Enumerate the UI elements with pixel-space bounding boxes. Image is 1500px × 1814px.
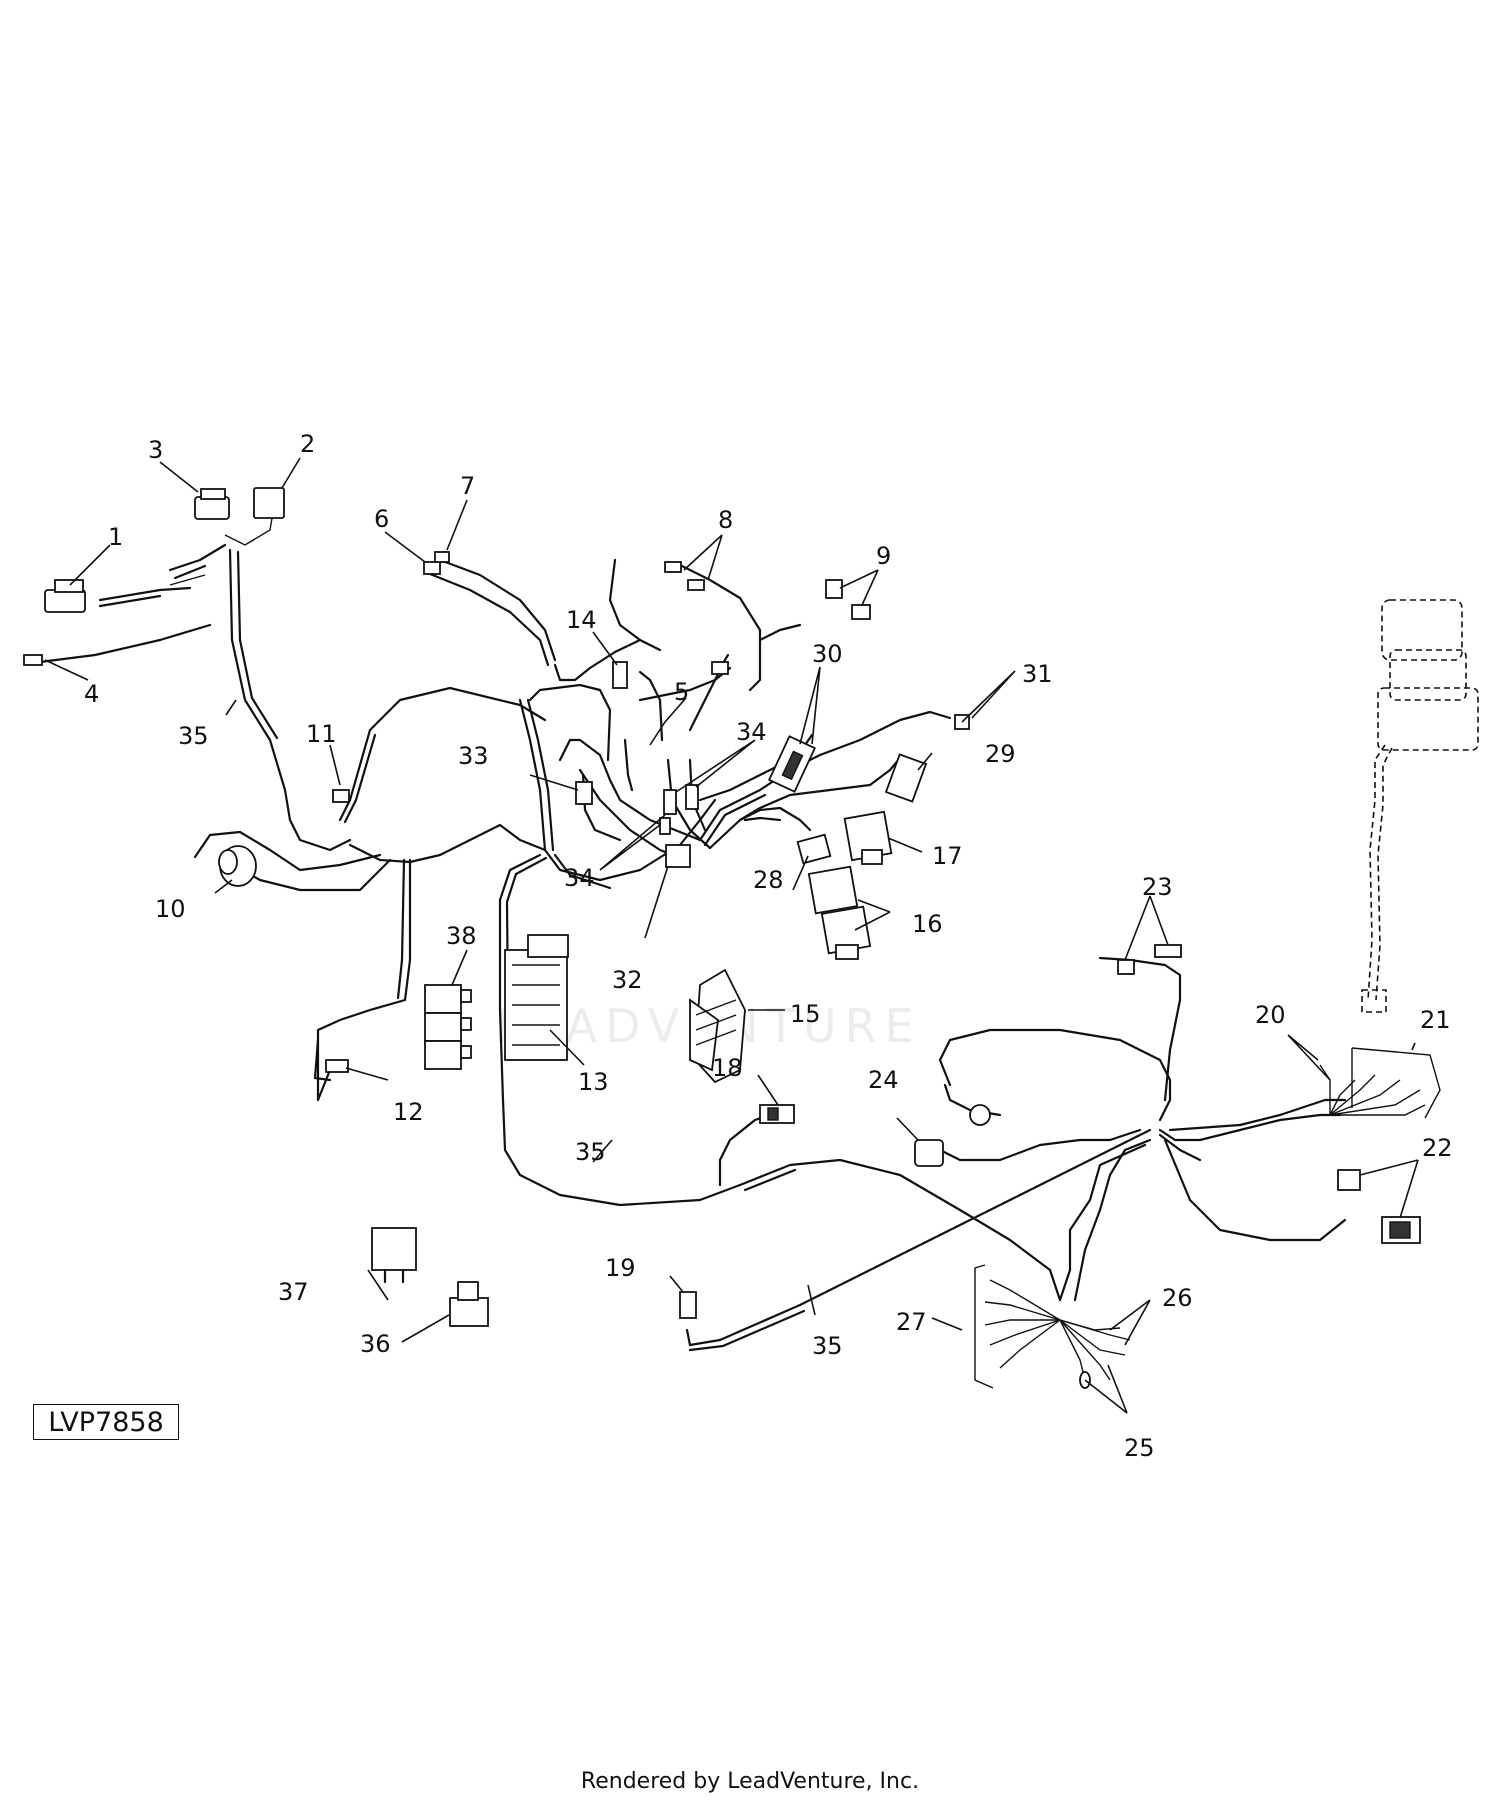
callout-35-lower: 35 <box>812 1332 843 1360</box>
callout-7: 7 <box>460 472 475 500</box>
callout-38: 38 <box>446 922 477 950</box>
callout-34-upper: 34 <box>736 718 767 746</box>
callout-35-left: 35 <box>178 722 209 750</box>
callout-8: 8 <box>718 506 733 534</box>
callout-36: 36 <box>360 1330 391 1358</box>
callout-28: 28 <box>753 866 784 894</box>
callout-20: 20 <box>1255 1001 1286 1029</box>
callout-30: 30 <box>812 640 843 668</box>
diagram-code-label: LVP7858 <box>33 1404 179 1440</box>
callout-3: 3 <box>148 436 163 464</box>
footer-credit: Rendered by LeadVenture, Inc. <box>580 1769 920 1794</box>
callout-14: 14 <box>566 606 597 634</box>
callout-33: 33 <box>458 742 489 770</box>
leader-lines <box>44 457 1419 1414</box>
callout-12: 12 <box>393 1098 424 1126</box>
callout-34-lower: 34 <box>564 864 595 892</box>
callout-25: 25 <box>1124 1434 1155 1462</box>
callout-10: 10 <box>155 895 186 923</box>
callout-18: 18 <box>712 1054 743 1082</box>
callout-31: 31 <box>1022 660 1053 688</box>
callout-37: 37 <box>278 1278 309 1306</box>
callout-29: 29 <box>985 740 1016 768</box>
callout-26: 26 <box>1162 1284 1193 1312</box>
callout-1: 1 <box>108 523 123 551</box>
callout-27: 27 <box>896 1308 927 1336</box>
callout-15: 15 <box>790 1000 821 1028</box>
callout-19: 19 <box>605 1254 636 1282</box>
callout-13: 13 <box>578 1068 609 1096</box>
callout-11: 11 <box>306 720 337 748</box>
callout-17: 17 <box>932 842 963 870</box>
callout-labels: 1 2 3 4 5 6 7 8 9 10 11 12 13 14 15 16 1… <box>84 430 1453 1462</box>
callout-4: 4 <box>84 680 99 708</box>
harness-wires <box>38 517 1441 1389</box>
callout-32: 32 <box>612 966 643 994</box>
callout-9: 9 <box>876 542 891 570</box>
harness-components <box>23 487 1479 1389</box>
callout-5: 5 <box>674 678 689 706</box>
callout-24: 24 <box>868 1066 899 1094</box>
callout-35-center: 35 <box>575 1138 606 1166</box>
callout-2: 2 <box>300 430 315 458</box>
callout-22: 22 <box>1422 1134 1453 1162</box>
callout-23: 23 <box>1142 873 1173 901</box>
callout-21: 21 <box>1420 1006 1451 1034</box>
callout-6: 6 <box>374 505 389 533</box>
callout-16: 16 <box>912 910 943 938</box>
